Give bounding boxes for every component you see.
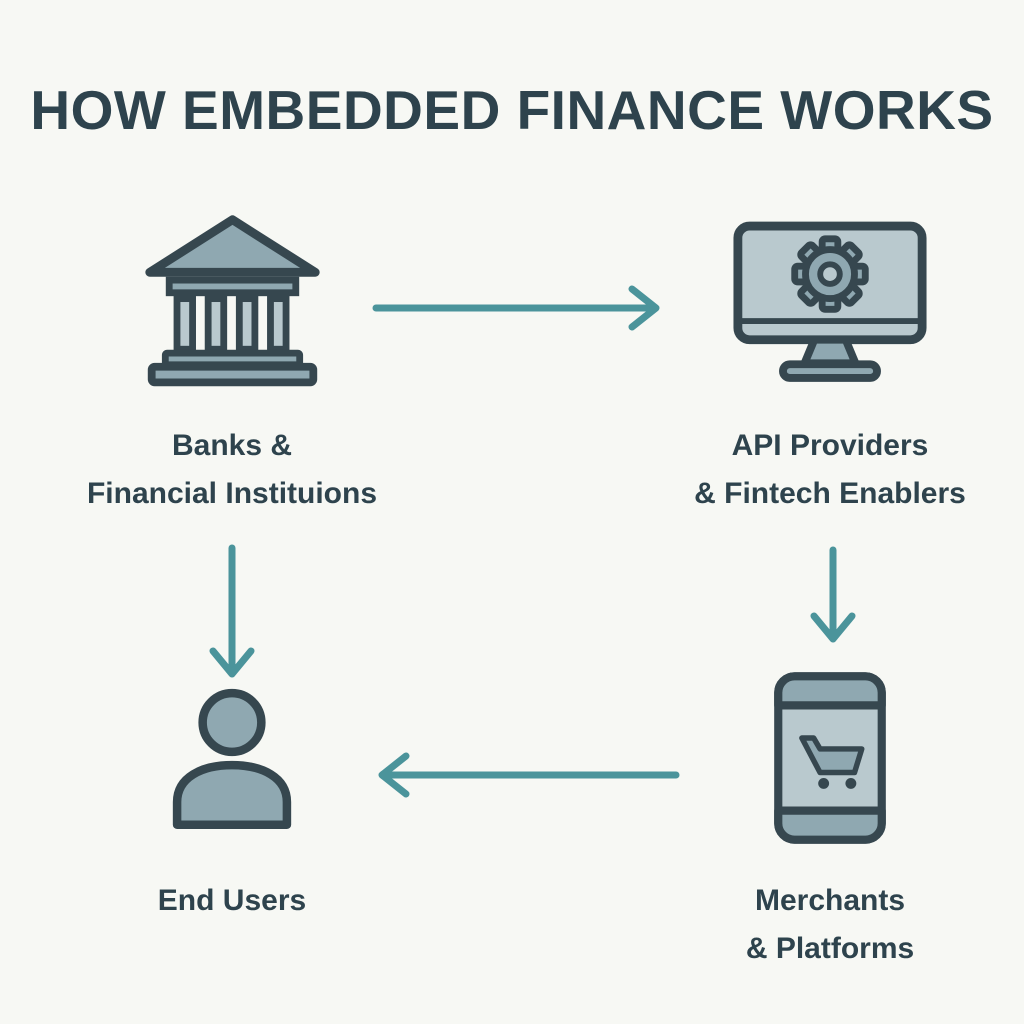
node-banks: Banks & Financial Instituions (22, 205, 442, 518)
arrow-banks-to-api (372, 285, 660, 331)
node-api-label-line1: API Providers (731, 429, 929, 462)
bank-icon (140, 205, 325, 400)
page-title: HOW EMBEDDED FINANCE WORKS (30, 79, 994, 141)
node-merchants-label-line1: Merchants (754, 884, 906, 917)
monitor-gear-icon (732, 205, 928, 400)
node-end-users-label: End Users (158, 877, 306, 925)
node-merchants-label: Merchants & Platforms (746, 877, 914, 973)
arrow-api-to-merchants (810, 546, 856, 643)
node-end-users: End Users (22, 660, 442, 925)
node-banks-label-line1: Banks & (171, 429, 293, 462)
node-end-users-label-line1: End Users (157, 884, 307, 917)
smartphone-cart-icon (771, 660, 889, 855)
arrow-banks-to-endusers (209, 544, 255, 678)
node-banks-label: Banks & Financial Instituions (87, 422, 377, 518)
node-api-label-line2: & Fintech Enablers (694, 477, 966, 510)
node-merchants-label-line2: & Platforms (745, 932, 915, 965)
person-icon (161, 660, 303, 855)
arrow-merchants-to-endusers (378, 752, 680, 798)
node-merchants: Merchants & Platforms (620, 660, 1024, 973)
node-api-providers: API Providers & Fintech Enablers (620, 205, 1024, 518)
node-api-label: API Providers & Fintech Enablers (694, 422, 966, 518)
node-banks-label-line2: Financial Instituions (86, 477, 378, 510)
